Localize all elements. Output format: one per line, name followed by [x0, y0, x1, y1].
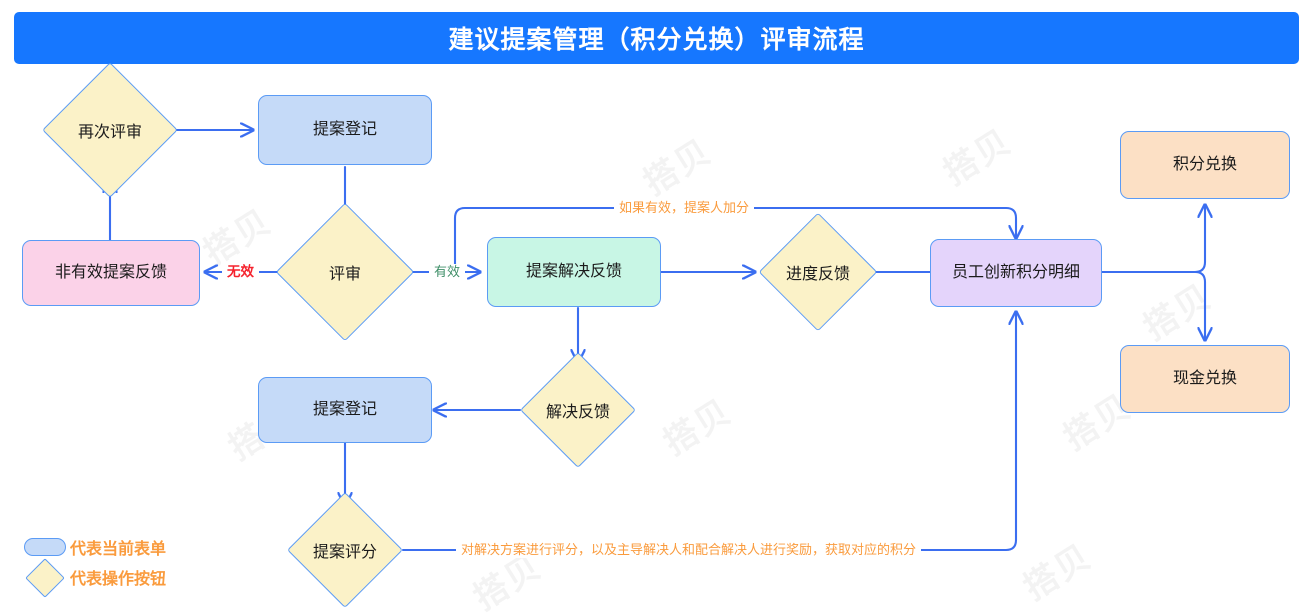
edge-label-valid: 有效: [429, 264, 466, 280]
node-points-exchange[interactable]: 积分兑换: [1120, 131, 1290, 199]
node-label: 再次评审: [77, 124, 142, 141]
diamond-shape: [25, 558, 65, 598]
legend-row-form: 代表当前表单: [14, 532, 224, 562]
node-label: 评审: [328, 266, 361, 283]
node-register-bottom[interactable]: 提案登记: [258, 377, 432, 443]
node-label: 员工创新积分明细: [951, 264, 1080, 282]
node-progress-feedback[interactable]: 进度反馈: [758, 212, 878, 332]
node-label: 现金兑换: [1172, 370, 1237, 388]
edge-label-invalid: 无效: [222, 264, 259, 280]
node-label: 提案解决反馈: [525, 263, 622, 281]
node-review[interactable]: 评审: [275, 202, 415, 342]
watermark: 搭贝: [932, 115, 1019, 195]
watermark: 搭贝: [1132, 270, 1219, 350]
node-solution-feedback[interactable]: 提案解决反馈: [487, 237, 661, 307]
node-points-detail[interactable]: 员工创新积分明细: [930, 239, 1102, 307]
node-label: 解决反馈: [545, 404, 610, 421]
watermark: 搭贝: [192, 195, 279, 275]
legend: 代表当前表单 代表操作按钮: [14, 532, 224, 598]
edge-points-detail-to-points-exchange: [1100, 205, 1205, 274]
node-invalid-feedback[interactable]: 非有效提案反馈: [22, 240, 200, 306]
page-title: 建议提案管理（积分兑换）评审流程: [14, 12, 1299, 64]
watermark: 搭贝: [632, 125, 719, 205]
edge-label-scoring: 对解决方案进行评分，以及主导解决人和配合解决人进行奖励，获取对应的积分: [456, 542, 922, 558]
edge-label-bonus: 如果有效，提案人加分: [614, 200, 755, 216]
node-register-top[interactable]: 提案登记: [258, 95, 432, 165]
node-recheck[interactable]: 再次评审: [42, 62, 178, 198]
node-resolve-feedback[interactable]: 解决反馈: [520, 352, 636, 468]
legend-form-label: 代表当前表单: [70, 541, 167, 558]
legend-form-swatch: [24, 538, 66, 556]
node-label: 非有效提案反馈: [54, 264, 167, 282]
legend-action-label: 代表操作按钮: [70, 571, 167, 588]
node-proposal-score[interactable]: 提案评分: [287, 492, 403, 608]
node-label: 提案评分: [312, 544, 377, 561]
legend-row-action: 代表操作按钮: [14, 558, 224, 598]
legend-action-swatch: [25, 558, 65, 598]
node-label: 积分兑换: [1172, 156, 1237, 174]
watermark: 搭贝: [1012, 530, 1099, 610]
node-label: 提案登记: [312, 121, 377, 139]
watermark: 搭贝: [652, 385, 739, 465]
node-label: 进度反馈: [785, 266, 850, 283]
node-cash-exchange[interactable]: 现金兑换: [1120, 345, 1290, 413]
node-label: 提案登记: [312, 401, 377, 419]
